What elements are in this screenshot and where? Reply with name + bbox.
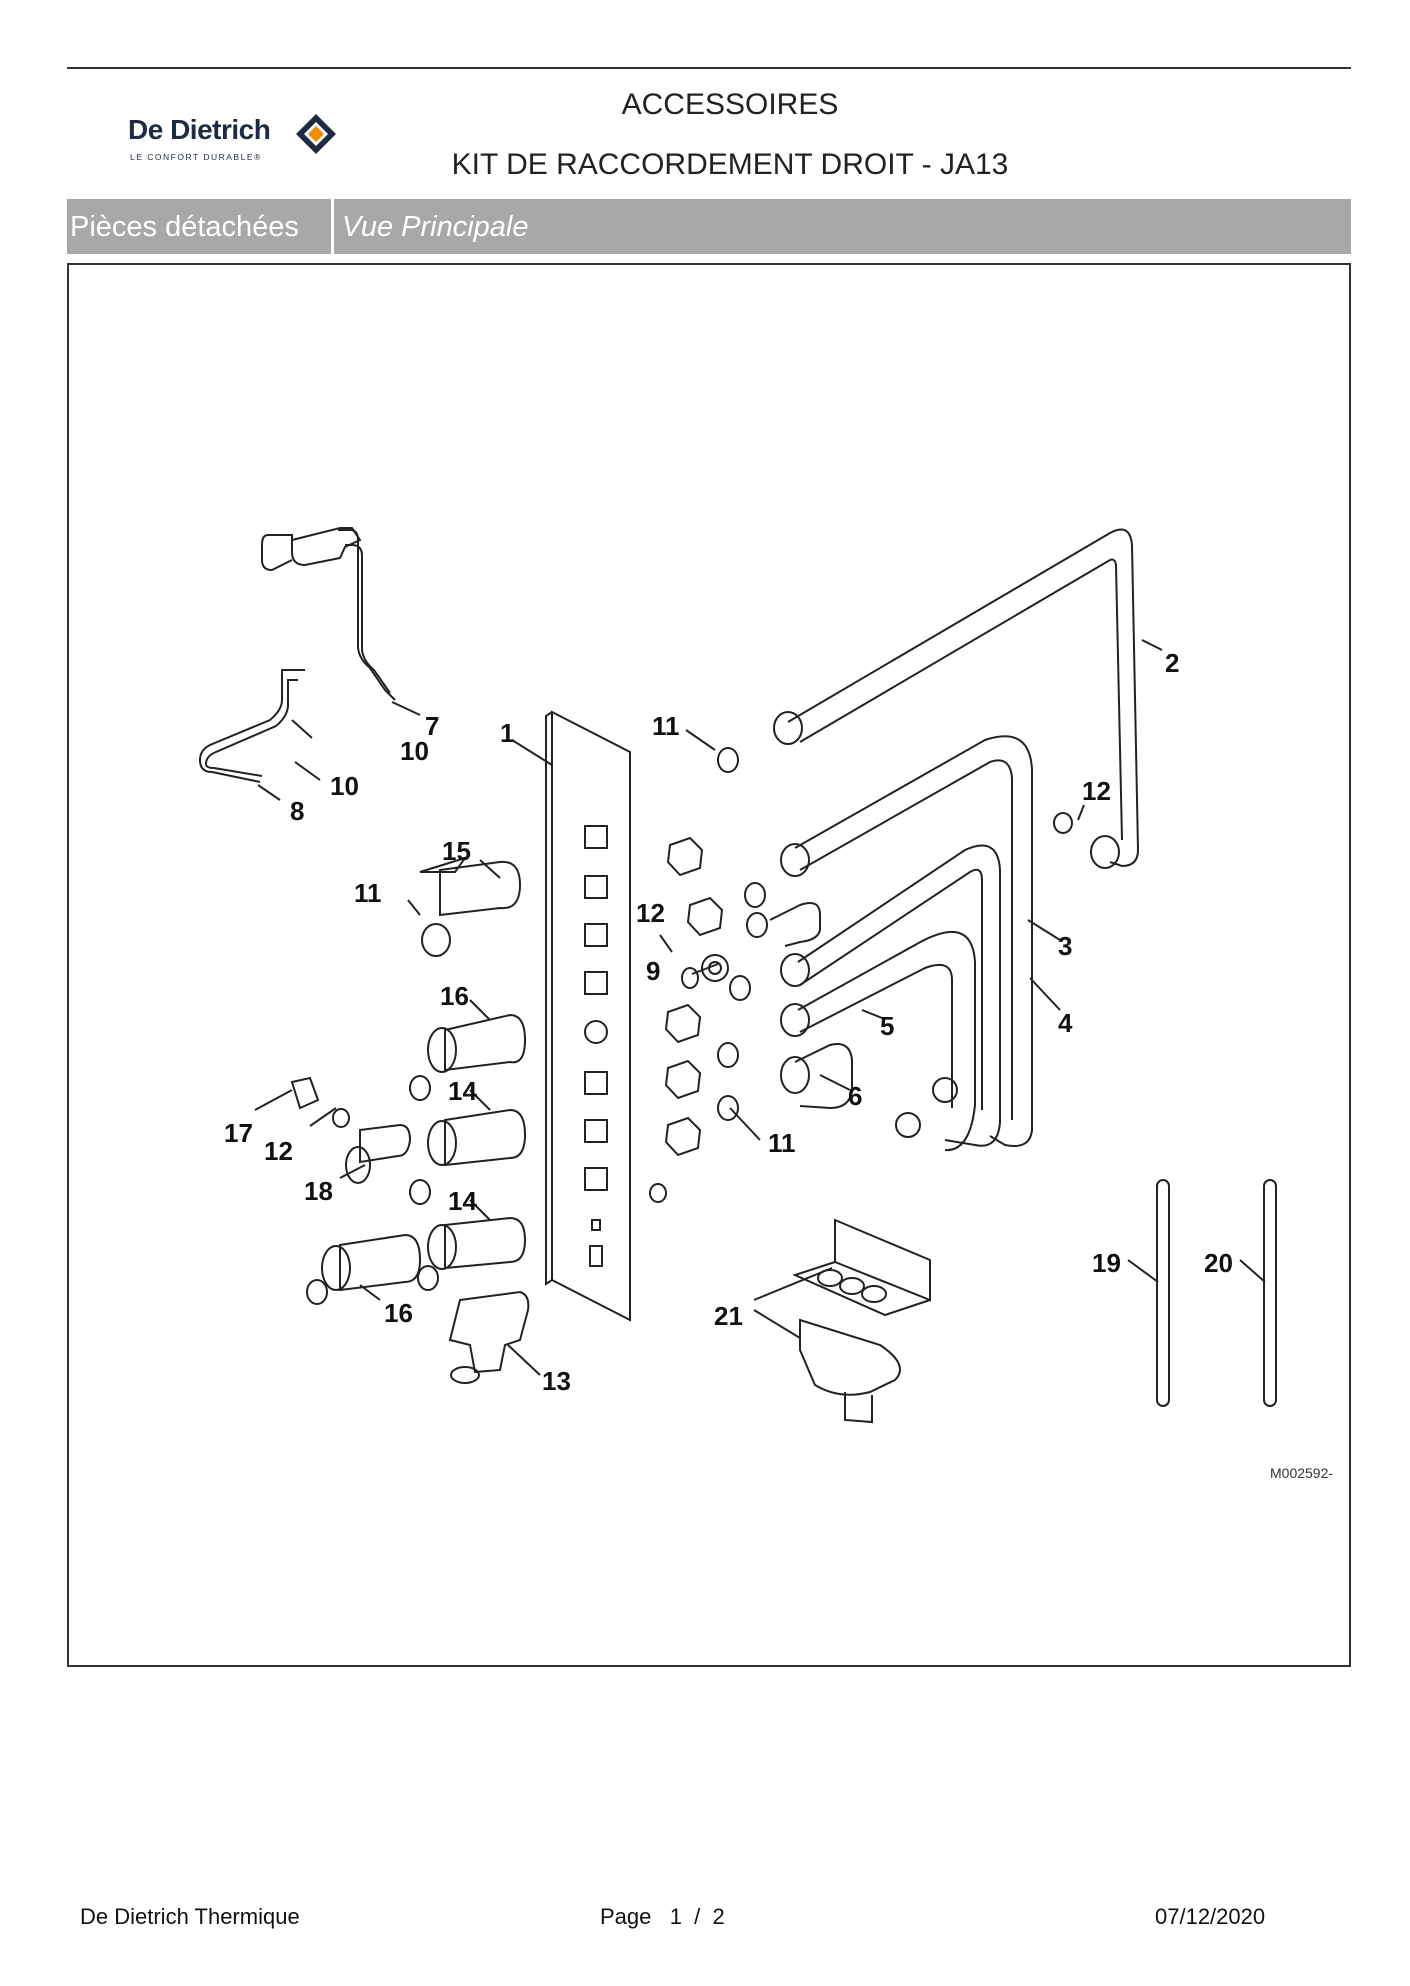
- callout-17: 17: [224, 1118, 253, 1148]
- diagram-frame: [67, 263, 1351, 1667]
- callout-4: 4: [1058, 1008, 1073, 1038]
- callout-20: 20: [1204, 1248, 1233, 1278]
- callout-1: 1: [500, 718, 514, 748]
- callout-11a: 11: [652, 711, 680, 741]
- tab-spare-parts[interactable]: Pièces détachées: [67, 199, 334, 254]
- brand-tagline: LE CONFORT DURABLE®: [130, 152, 262, 162]
- callout-15: 15: [442, 836, 471, 866]
- callout-13: 13: [542, 1366, 571, 1396]
- callout-12a: 12: [636, 898, 665, 928]
- callout-19: 19: [1092, 1248, 1121, 1278]
- callout-21: 21: [714, 1301, 743, 1331]
- footer-company: De Dietrich Thermique: [80, 1904, 300, 1929]
- callouts: 2 3 4 5 6 1 7 8 9 10 10 11 11 11 12 12 1…: [224, 648, 1333, 1481]
- callout-11c: 11: [768, 1128, 796, 1158]
- drawing-reference: M002592-: [1270, 1465, 1333, 1481]
- footer-date: 07/12/2020: [1155, 1904, 1266, 1929]
- page-subtitle: KIT DE RACCORDEMENT DROIT - JA13: [451, 148, 1009, 181]
- callout-14b: 14: [448, 1186, 477, 1216]
- callout-7: 7: [425, 711, 439, 741]
- brand-diamond-icon: [296, 114, 336, 154]
- callout-8: 8: [290, 796, 304, 826]
- footer-page: Page 1 / 2: [600, 1904, 725, 1929]
- callout-12b: 12: [1082, 776, 1111, 806]
- callout-16b: 16: [384, 1298, 413, 1328]
- brand-name: De Dietrich: [128, 114, 271, 145]
- callout-5: 5: [880, 1011, 894, 1041]
- callout-10a: 10: [400, 736, 429, 766]
- page-title: ACCESSOIRES: [621, 88, 839, 121]
- callout-6: 6: [848, 1081, 862, 1111]
- callout-16a: 16: [440, 981, 469, 1011]
- tab-spare-parts-label: Pièces détachées: [70, 211, 299, 243]
- tab-main-view-label: Vue Principale: [342, 211, 529, 243]
- section-bar: Pièces détachées Vue Principale: [67, 199, 1351, 254]
- brand-logo: De Dietrich LE CONFORT DURABLE®: [128, 108, 348, 168]
- callout-18: 18: [304, 1176, 333, 1206]
- callout-10b: 10: [330, 771, 359, 801]
- callout-14a: 14: [448, 1076, 477, 1106]
- top-rule: [67, 67, 1351, 69]
- callout-3: 3: [1058, 931, 1072, 961]
- drawing-lines: [198, 527, 1277, 1424]
- callout-2: 2: [1165, 648, 1179, 678]
- leader-lines: [254, 639, 1266, 1376]
- callout-11b: 11: [354, 878, 382, 908]
- callout-12c: 12: [264, 1136, 293, 1166]
- callout-9: 9: [646, 956, 660, 986]
